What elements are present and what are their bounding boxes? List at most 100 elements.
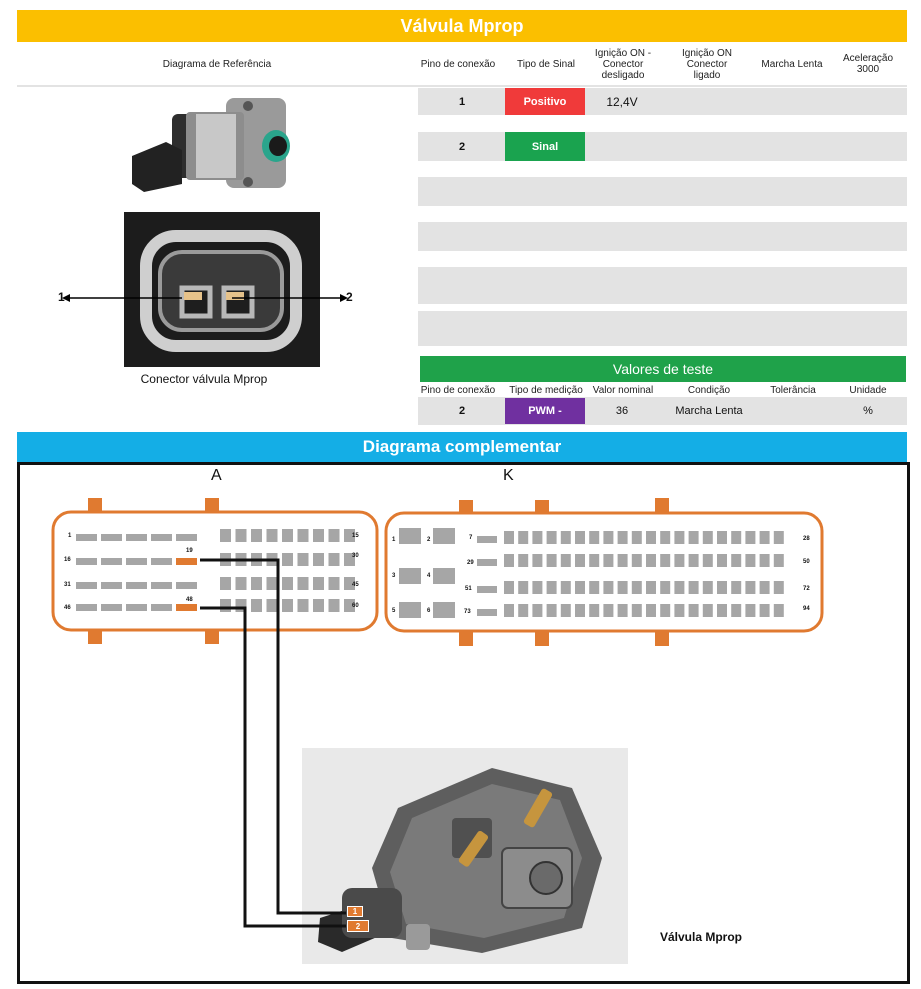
connector-pin <box>546 604 557 617</box>
connector-pin <box>518 604 529 617</box>
row2-pin: 2 <box>458 140 466 153</box>
pump-pin-1-label: 1 <box>352 907 358 916</box>
k-pin-label: 1 <box>392 537 396 543</box>
connector-pin <box>660 554 671 567</box>
connector-pin <box>646 554 656 567</box>
connector-pin <box>603 581 614 594</box>
table-row <box>418 177 907 206</box>
connector-pin <box>773 604 784 617</box>
header-pin: Pino de conexão <box>420 58 496 70</box>
connector-pin <box>76 534 97 541</box>
connector-pin <box>560 604 571 617</box>
mprop-valve-image <box>132 98 290 192</box>
pump-caption: Válvula Mprop <box>660 930 743 944</box>
table-row <box>418 88 907 115</box>
connector-pin <box>560 531 571 544</box>
connector-pin <box>688 554 699 567</box>
connector-pin <box>546 531 557 544</box>
connector-pin <box>731 604 742 617</box>
connector-pin <box>344 599 355 612</box>
test-row-tolerance <box>760 397 826 425</box>
connector-pin <box>151 534 172 541</box>
connector-pin <box>176 558 197 565</box>
connector-pin <box>674 531 685 544</box>
header-ign-on: Ignição ON Conector ligado <box>681 47 733 81</box>
connector-pin <box>731 531 742 544</box>
connector-pin <box>235 577 247 590</box>
diagram-frame <box>17 462 910 984</box>
connector-pin <box>532 604 543 617</box>
connector-pin <box>603 604 614 617</box>
connector-pin <box>575 554 585 567</box>
k-pin-label: 6 <box>427 608 431 614</box>
a-pin-label: 48 <box>186 597 193 603</box>
connector-pin <box>745 581 756 594</box>
connector-pin <box>631 581 642 594</box>
k-pin-label: 72 <box>803 586 810 592</box>
connector-pin <box>532 531 543 544</box>
connector-pin <box>328 577 340 590</box>
connector-pin <box>344 577 355 590</box>
connector-pin <box>251 529 262 542</box>
a-pin-label: 45 <box>352 582 359 588</box>
connector-pin <box>674 604 685 617</box>
connector-pin <box>313 599 324 612</box>
k-pin-label: 94 <box>803 606 810 612</box>
diagram-band: Diagrama complementar <box>17 432 907 462</box>
connector-pin <box>546 581 557 594</box>
k-pin-label: 4 <box>427 573 431 579</box>
connector-pin <box>76 604 97 611</box>
connector-pin <box>589 604 600 617</box>
connector-pin <box>717 531 727 544</box>
header-accel: Aceleração 3000 <box>842 53 894 75</box>
test-header-tolerance: Tolerância <box>770 385 816 396</box>
connector-pin <box>731 554 742 567</box>
a-pin-label: 31 <box>64 582 71 588</box>
connector-pin <box>688 604 699 617</box>
connector-pin <box>313 577 324 590</box>
connector-pin <box>328 553 340 566</box>
connector-pin <box>151 582 172 589</box>
connector-pin <box>603 531 614 544</box>
connector-pin <box>101 558 122 565</box>
connector-pin <box>745 604 756 617</box>
test-row-measure-badge: PWM - <box>505 398 585 424</box>
connector-pin-1-label: 1 <box>58 290 65 304</box>
title-band: Válvula Mprop <box>17 10 907 42</box>
header-idle: Marcha Lenta <box>761 58 823 70</box>
connector-pin <box>126 604 147 611</box>
connector-pin <box>477 609 497 616</box>
connector-pin <box>759 531 770 544</box>
connector-pin <box>266 553 278 566</box>
pump-pin-2-label: 2 <box>355 921 361 931</box>
k-pin-label: 28 <box>803 536 810 542</box>
connector-pin <box>235 599 247 612</box>
connector-photo <box>124 212 320 367</box>
connector-pin <box>518 554 529 567</box>
connector-pin <box>546 554 557 567</box>
high-pressure-pump-image <box>302 748 628 964</box>
a-pin-label: 46 <box>64 605 71 611</box>
page-title: Válvula Mprop <box>400 15 524 36</box>
connector-pin <box>477 586 497 593</box>
header-signal-type: Tipo de Sinal <box>517 58 575 70</box>
test-row-condition: Marcha Lenta <box>675 405 743 417</box>
a-pin-label: 60 <box>352 603 359 609</box>
connector-pin <box>773 581 784 594</box>
connector-pin <box>328 599 340 612</box>
connector-pin <box>759 604 770 617</box>
test-values-band: Valores de teste <box>420 356 906 382</box>
connector-pin <box>251 599 262 612</box>
connector-pin <box>151 558 172 565</box>
connector-pin <box>745 554 756 567</box>
test-row-nominal: 36 <box>615 405 629 417</box>
connector-pin <box>702 604 713 617</box>
connector-pin <box>344 529 355 542</box>
connector-pin <box>251 553 262 566</box>
connector-pin <box>631 554 642 567</box>
k-pin-label: 51 <box>465 586 472 592</box>
connector-k-label: K <box>503 467 514 484</box>
connector-pin <box>560 581 571 594</box>
connector-pin-arrows <box>62 294 348 302</box>
connector-pin <box>660 604 671 617</box>
